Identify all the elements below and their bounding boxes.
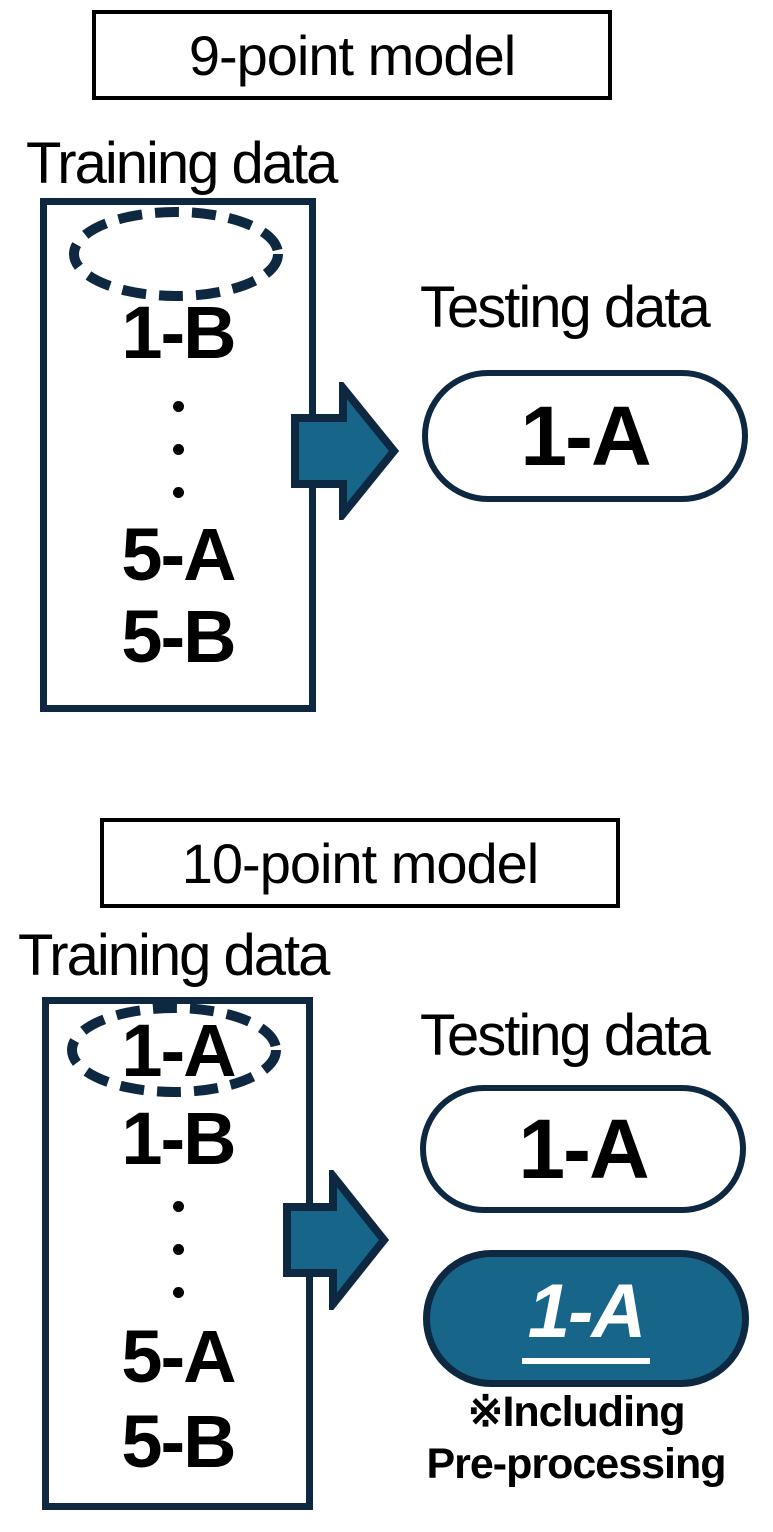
title-box-10-point-model: 10-point model — [100, 818, 620, 908]
testing-sample-label-top: 1-A — [520, 389, 651, 483]
ellipsis-dots-top — [40, 401, 316, 498]
ellipsis-dot — [172, 401, 184, 412]
testing-sample-stadium-top: 1-A — [422, 370, 748, 502]
testing-data-label-bottom: Testing data — [420, 1003, 711, 1068]
ellipsis-dot — [172, 1287, 184, 1298]
excluded-sample-dashed-ellipse-bottom — [67, 1003, 281, 1097]
training-item-top-last: 5-B — [121, 595, 236, 678]
testing-sample-label-bottom: 1-A — [518, 1102, 649, 1196]
preprocessing-note-line1: ※Including — [467, 1388, 685, 1436]
testing-sample-stadium-bottom: 1-A — [420, 1085, 746, 1213]
training-item-top-first: 1-B — [121, 291, 236, 374]
arrow-right-icon-bottom — [283, 1170, 390, 1310]
testing-sample-stadium-preprocessed: 1-A — [423, 1250, 749, 1387]
preprocessing-note-line2: Pre-processing — [426, 1440, 726, 1489]
ellipsis-dot — [172, 487, 184, 498]
title-10-point-model: 10-point model — [181, 831, 539, 895]
ellipsis-dot — [172, 444, 184, 455]
training-data-label-bottom: Training data — [18, 923, 330, 988]
preprocessing-note: ※Including Pre-processing — [400, 1386, 752, 1491]
ellipsis-dot — [172, 1201, 184, 1212]
training-item-bottom-last: 5-B — [121, 1400, 236, 1483]
training-item-bottom-excluded: 1-A — [121, 1009, 236, 1092]
title-9-point-model: 9-point model — [188, 23, 516, 87]
testing-data-label-top: Testing data — [420, 275, 711, 340]
arrow-right-icon-top — [291, 382, 400, 520]
ellipsis-dots-bottom — [40, 1201, 316, 1298]
excluded-sample-dashed-ellipse-top — [69, 207, 283, 301]
training-item-bottom-first: 1-B — [121, 1097, 236, 1180]
training-item-top-second-last: 5-A — [121, 513, 236, 596]
training-data-label-top: Training data — [26, 131, 338, 196]
title-box-9-point-model: 9-point model — [92, 10, 612, 100]
ellipsis-dot — [172, 1244, 184, 1255]
training-data-box-top — [40, 198, 316, 712]
testing-sample-label-preprocessed: 1-A — [521, 1273, 651, 1364]
training-item-bottom-second-last: 5-A — [121, 1315, 236, 1398]
